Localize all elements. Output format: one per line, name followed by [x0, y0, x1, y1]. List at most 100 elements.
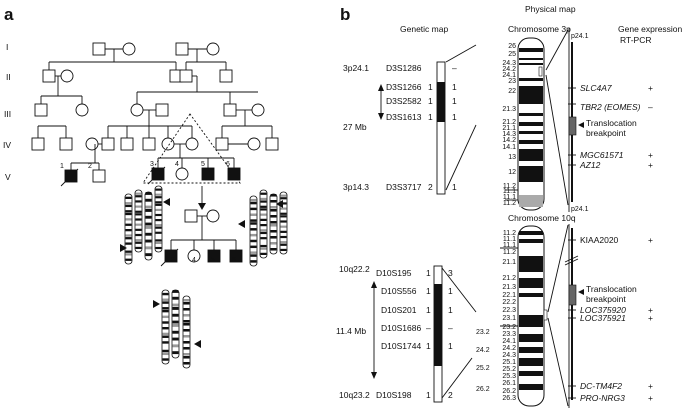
karyotype-chromosome-9	[171, 289, 180, 359]
marker-d3s1286: D3S1286	[386, 63, 422, 73]
chr3-band-label-17: 11.1	[503, 194, 516, 201]
chr10-band-label-2: 11.1	[503, 242, 516, 249]
marker-d3s1266: D3S1266	[386, 82, 422, 92]
chr3-band-label-6: 22	[508, 88, 516, 95]
generation-label-5: V	[5, 172, 11, 182]
marker-d3s2582: D3S2582	[386, 96, 422, 106]
chr3-band-label-11: 14.2	[502, 137, 516, 144]
genetic-map-10q: 10q22.2 10q23.2 11.4 Mb D10S195 D10S556 …	[336, 264, 477, 403]
gene-loc375921: LOC375921	[580, 313, 626, 323]
expr-dc-tm4f2: +	[648, 381, 653, 391]
expr-loc375921: +	[648, 313, 653, 323]
breakpoint-3p-line1: Translocation	[586, 118, 637, 128]
individual-number-3: 3	[150, 161, 154, 168]
allele-a-d10s556: 1	[426, 286, 431, 296]
allele-a-d10s1686: –	[426, 323, 431, 333]
chr10-band-label-9: 22.3	[502, 307, 516, 314]
breakpoint-box-10q	[568, 284, 577, 306]
chr10-band-label-15: 24.3	[502, 352, 516, 359]
karyotype-chromosome-4	[249, 195, 258, 267]
chr3-band-label-15: 11.2	[503, 183, 516, 190]
allele-a-d10s1744: 1	[426, 341, 431, 351]
generation-label-2: II	[6, 72, 11, 82]
chr10-band-label-13: 24.1	[502, 338, 516, 345]
expr-slc4a7: +	[648, 83, 653, 93]
karyotype-arrowheads	[120, 198, 283, 348]
region-3p-top-band: p24.1	[571, 33, 589, 40]
allele-b-d10s1686: –	[448, 323, 453, 333]
chr10-band-label-0: 11.2	[503, 230, 516, 237]
band-3p24-1: 3p24.1	[343, 63, 369, 73]
generation-label-1: I	[6, 42, 8, 52]
chromosome-10q-ideogram	[500, 225, 548, 407]
chr10-left-band-label-1: 24.2	[476, 347, 490, 354]
haplotype-segment-10q	[434, 284, 442, 366]
panel-label-b: b	[340, 5, 350, 24]
marker-d10s1744: D10S1744	[381, 341, 421, 351]
chromosome-10q-left-band-labels: 23.224.225.226.2	[476, 329, 490, 393]
breakpoint-10q-line1: Translocation	[586, 284, 637, 294]
expr-kiaa2020: +	[648, 235, 653, 245]
chr3-band-label-2: 24.3	[502, 60, 516, 67]
chr3-band-label-14: 12	[508, 169, 516, 176]
chr10-band-label-20: 26.2	[502, 388, 516, 395]
span-11-4mb: 11.4 Mb	[336, 326, 366, 336]
karyotype-chromosome-10	[182, 295, 191, 369]
allele-b-d10s201: 1	[448, 305, 453, 315]
chromosome-10q-title: Chromosome 10q	[508, 213, 576, 223]
chr10-band-label-16: 25.1	[502, 359, 516, 366]
offspring-number-3: 3	[171, 257, 175, 264]
span-27mb: 27 Mb	[343, 122, 367, 132]
chr10-band-label-7: 22.1	[502, 292, 516, 299]
individual-number-2: 2	[88, 163, 92, 170]
chr3-band-label-7: 21.3	[502, 106, 516, 113]
gene-slc4a7: SLC4A7	[580, 83, 612, 93]
chr3-band-label-5: 23	[508, 78, 516, 85]
allele-b-d10s195: 3	[448, 268, 453, 278]
gene-mgc61571: MGC61571	[580, 150, 624, 160]
chr10-band-label-19: 26.1	[502, 380, 516, 387]
offspring-number-4: 4	[192, 257, 196, 264]
chr10-band-label-11: 23.2	[502, 324, 516, 331]
karyotype-chromosome-7	[279, 191, 288, 255]
chr3-band-label-18: 11.2	[503, 200, 516, 207]
marker-d10s1686: D10S1686	[381, 323, 421, 333]
genetic-map-3p: 3p24.1 3p14.3 27 Mb D3S1286 D3S1266 D3S2…	[343, 44, 477, 195]
allele-b-d10s556: 1	[448, 286, 453, 296]
panel-label-a: a	[4, 5, 14, 24]
gene-pro-nrg3: PRO-NRG3	[580, 393, 625, 403]
offspring-number-5: 5	[211, 257, 215, 264]
chr10-band-label-21: 26.3	[502, 395, 516, 402]
expr-tbr2: –	[648, 102, 653, 112]
marker-d10s195: D10S195	[376, 268, 412, 278]
karyotype-chromosome-5	[259, 189, 268, 259]
karyotype-chromosome-2	[144, 191, 153, 261]
chr10-band-label-14: 24.2	[502, 345, 516, 352]
allele-a-d10s195: 1	[426, 268, 431, 278]
marker-d3s1613: D3S1613	[386, 112, 422, 122]
gene-az12: AZ12	[579, 160, 601, 170]
physical-region-3p: p24.1 p24.1 SLC4A7 TBR2 (EOMES) Transloc…	[568, 28, 653, 213]
generation-label-4: IV	[3, 140, 11, 150]
allele-b-d3s1266: 1	[452, 82, 457, 92]
karyotype-chromosome-3	[154, 185, 163, 253]
physical-map-header: Physical map	[525, 4, 576, 14]
physical-region-10q: KIAA2020 Translocation breakpoint LOC375…	[564, 224, 653, 408]
genetic-map-header: Genetic map	[400, 24, 448, 34]
rt-pcr-header: RT-PCR	[620, 35, 652, 45]
haplotype-segment-3p	[437, 82, 445, 122]
offspring-number-6: 6	[232, 257, 236, 264]
karyotype-ideograms	[124, 185, 288, 369]
chr3-band-label-12: 14.1	[502, 144, 516, 151]
gene-dc-tm4f2: DC-TM4F2	[580, 381, 622, 391]
individual-number-5: 5	[201, 161, 205, 168]
chr10-band-label-8: 22.2	[502, 299, 516, 306]
individual-number-1: 1	[60, 163, 64, 170]
chr10-left-band-label-2: 25.2	[476, 365, 490, 372]
karyotype-chromosome-1	[134, 189, 143, 253]
band-10q23-2: 10q23.2	[339, 390, 370, 400]
allele-a-d10s198: 1	[426, 390, 431, 400]
chromosome-10q-band-labels: 11.211.111.111.221.121.221.322.122.222.3…	[502, 230, 516, 402]
allele-b-d3s2582: 1	[452, 96, 457, 106]
allele-b-d10s198: 2	[448, 390, 453, 400]
